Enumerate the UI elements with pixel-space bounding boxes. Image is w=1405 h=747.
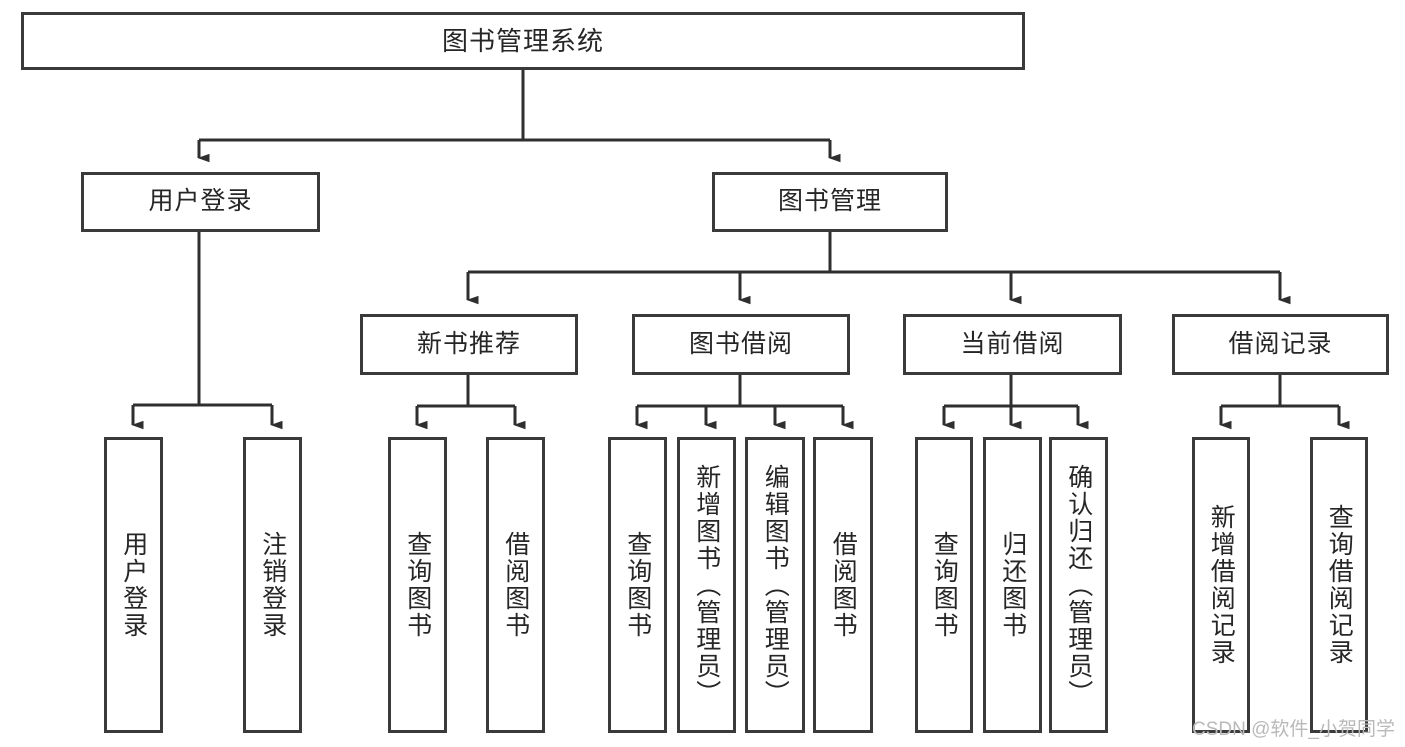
node-label: 图书管理	[777, 187, 882, 216]
node-book-borrow[interactable]: 图书借阅	[632, 314, 850, 375]
node-label: 查询图书	[930, 531, 959, 639]
node-label: 编辑图书（管理员）	[761, 463, 790, 707]
node-label: 用户登录	[119, 531, 148, 639]
node-label: 新书推荐	[416, 329, 521, 358]
node-label: 图书管理系统	[441, 25, 604, 56]
node-label: 查询图书	[403, 531, 432, 639]
node-label: 确认归还（管理员）	[1064, 463, 1093, 707]
leaf-book-borrow-query-book[interactable]: 查询图书	[608, 437, 667, 733]
node-label: 当前借阅	[960, 329, 1065, 358]
node-label: 借阅记录	[1228, 329, 1333, 358]
leaf-book-borrow-borrow-book[interactable]: 借阅图书	[813, 437, 873, 733]
node-label: 新增借阅记录	[1207, 504, 1236, 666]
watermark-text: CSDN @软件_小贺同学	[1192, 719, 1395, 740]
node-new-book-recommend[interactable]: 新书推荐	[360, 314, 578, 375]
node-label: 用户登录	[148, 187, 253, 216]
node-label: 查询借阅记录	[1325, 504, 1354, 666]
leaf-user-login-logout[interactable]: 注销登录	[243, 437, 302, 733]
node-label: 图书借阅	[688, 329, 793, 358]
leaf-new-book-borrow-book[interactable]: 借阅图书	[486, 437, 545, 733]
node-book-management[interactable]: 图书管理	[712, 172, 948, 232]
leaf-book-borrow-add-book-admin[interactable]: 新增图书（管理员）	[677, 437, 736, 733]
node-borrow-record[interactable]: 借阅记录	[1172, 314, 1389, 375]
leaf-current-borrow-confirm-return-admin[interactable]: 确认归还（管理员）	[1049, 437, 1108, 733]
node-label: 注销登录	[258, 531, 287, 639]
node-label: 借阅图书	[501, 531, 530, 639]
node-label: 查询图书	[623, 531, 652, 639]
node-label: 归还图书	[998, 531, 1027, 639]
leaf-borrow-record-query-record[interactable]: 查询借阅记录	[1310, 437, 1368, 733]
leaf-new-book-query-book[interactable]: 查询图书	[388, 437, 447, 733]
node-user-login[interactable]: 用户登录	[81, 172, 320, 232]
leaf-current-borrow-query-book[interactable]: 查询图书	[915, 437, 973, 733]
node-root-book-management-system[interactable]: 图书管理系统	[21, 12, 1025, 70]
leaf-user-login-login[interactable]: 用户登录	[104, 437, 163, 733]
leaf-book-borrow-edit-book-admin[interactable]: 编辑图书（管理员）	[745, 437, 805, 733]
node-label: 新增图书（管理员）	[692, 463, 721, 707]
leaf-current-borrow-return-book[interactable]: 归还图书	[983, 437, 1042, 733]
node-current-borrow[interactable]: 当前借阅	[903, 314, 1122, 375]
leaf-borrow-record-add-record[interactable]: 新增借阅记录	[1192, 437, 1250, 733]
node-label: 借阅图书	[829, 531, 858, 639]
